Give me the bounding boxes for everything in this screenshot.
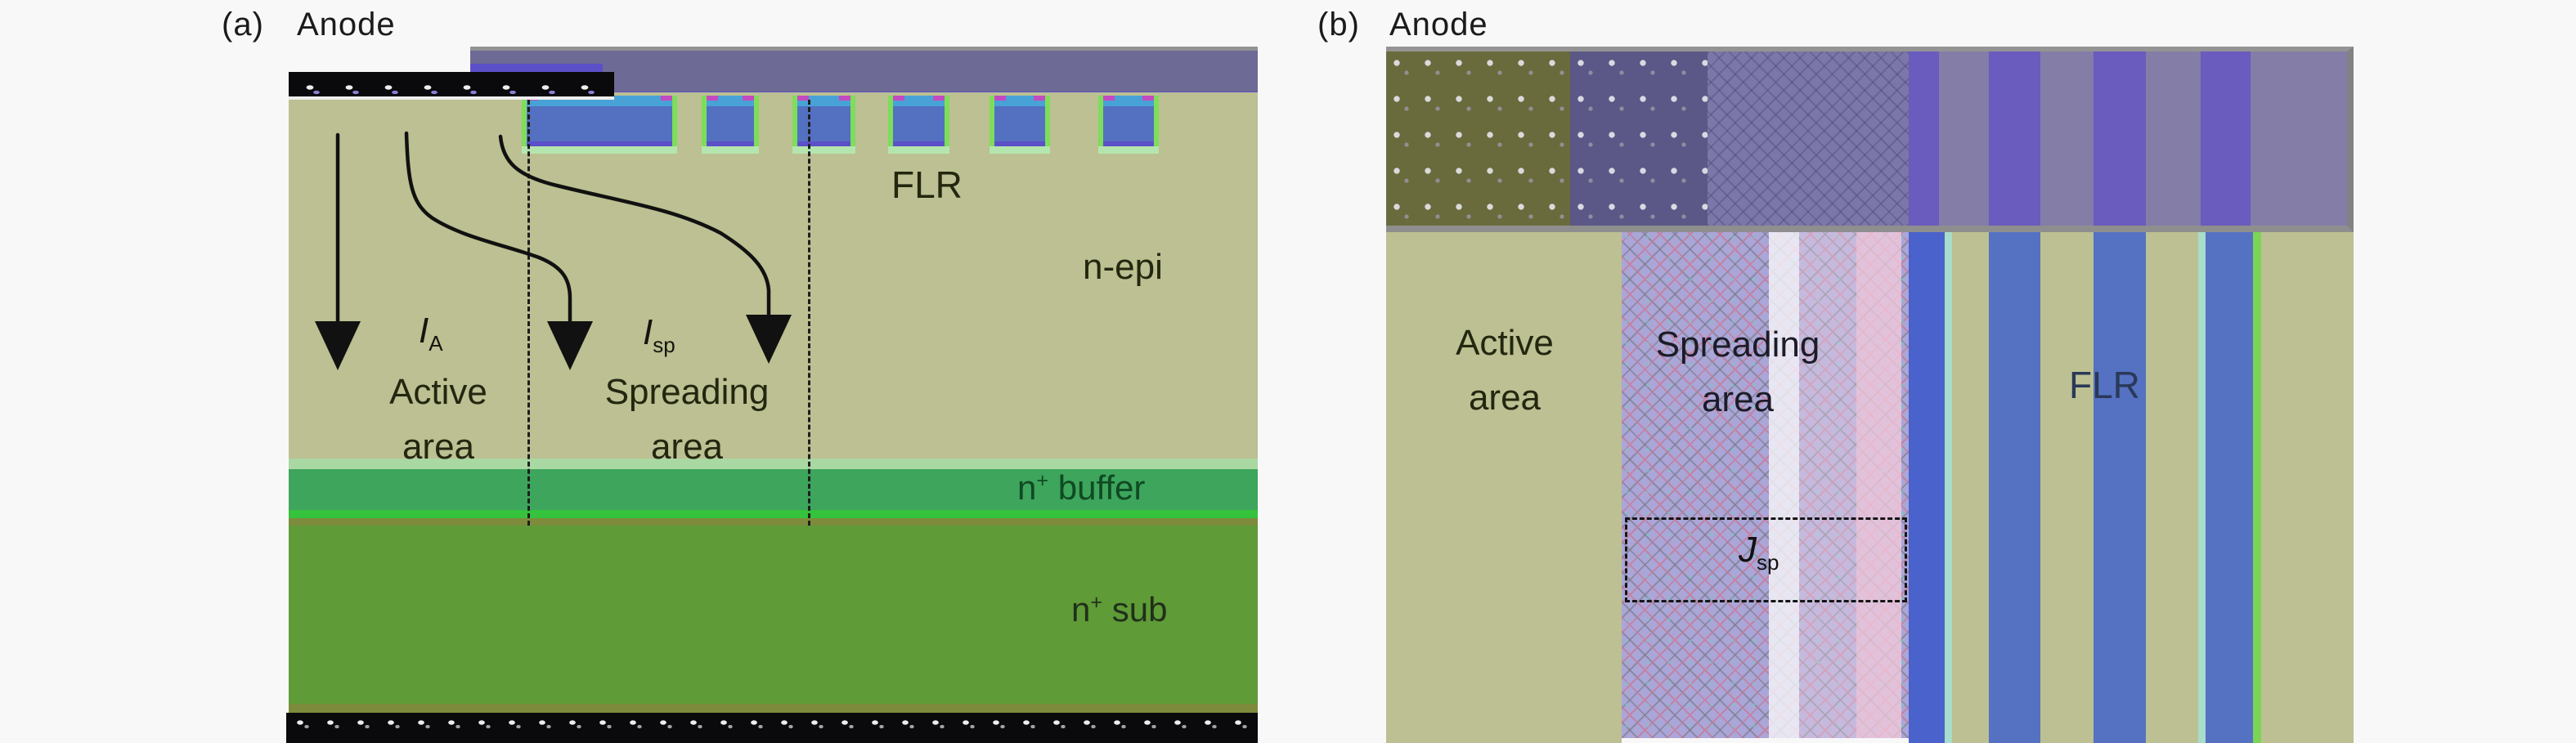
panel-b-flr-strip-section	[1909, 51, 2347, 226]
panel-b-flr-stripe-4-edge-left	[2198, 232, 2206, 743]
panel-a-nsub-layer	[289, 526, 1258, 704]
spreading-current-curve-1	[404, 131, 572, 324]
panel-b-metal-overlap-hatch	[1570, 51, 1708, 226]
panel-a-spreading-flr-divider	[808, 100, 810, 526]
panel-a-fieldplate-line	[470, 64, 603, 72]
panel-a-nbuffer-layer	[289, 469, 1258, 510]
panel-b-spreading-band-white	[1769, 232, 1799, 738]
panel-a-title: Anode	[297, 7, 396, 43]
panel-a-flr-ring-5	[990, 96, 1050, 154]
panel-b-flr-region	[1909, 232, 2354, 743]
arrowhead-spreading-1	[547, 321, 593, 370]
panel-b-flr-stripe-2	[1989, 232, 2040, 743]
panel-b-active-area-label-2: area	[1468, 378, 1542, 418]
panel-a-nepi-label: n-epi	[1083, 247, 1163, 287]
panel-b-flr-stripe-1-edge	[1945, 232, 1952, 743]
panel-b-spreading-area-label-1: Spreading	[1655, 325, 1820, 365]
panel-b-active-area-label-1: Active	[1456, 323, 1554, 363]
panel-a-flr-ring-3	[792, 96, 855, 154]
spreading-current-curve-2	[498, 134, 771, 317]
panel-b-spreading-area-region	[1622, 232, 1909, 738]
panel-b-flr-stripe-1	[1909, 232, 1945, 743]
panel-a-buffer-sub-olive-line	[289, 518, 1258, 526]
panel-a-flr-ring-2	[702, 96, 759, 154]
panel-a-epi-buffer-interface	[289, 459, 1258, 469]
panel-b-flr-stripe-4-edge-right	[2253, 232, 2261, 743]
panel-a-spreading-area-label-2: area	[650, 427, 724, 467]
current-flow-arrows	[315, 131, 792, 370]
arrowhead-spreading-2	[746, 315, 792, 364]
panel-a-active-area-label-1: Active	[389, 372, 487, 412]
panel-a-index: (a)	[222, 7, 264, 43]
panel-a-cathode-metal	[286, 713, 1258, 743]
panel-a-anode-metal	[289, 72, 614, 100]
panel-b-strip-stripe-2	[1989, 51, 2040, 226]
panel-a-flr-ring-6	[1098, 96, 1159, 154]
panel-b-top-strip	[1386, 47, 2354, 232]
panel-b-anode-metal-hatch	[1386, 51, 1570, 226]
panel-b-active-area-region	[1386, 232, 1622, 743]
panel-a-nsub-label: n+ sub	[1071, 590, 1168, 629]
panel-b-flr-stripe-3	[2094, 232, 2146, 743]
panel-b-index: (b)	[1317, 7, 1360, 43]
jsp-measurement-box	[1625, 517, 1907, 602]
current-ia-label: IA	[419, 311, 443, 356]
panel-a-buffer-sub-line	[289, 510, 1258, 518]
panel-a-flr-label: FLR	[891, 163, 963, 206]
panel-a-nepi-region	[289, 92, 1258, 459]
jsp-label: Jsp	[1739, 530, 1779, 575]
panel-b-spreading-band-pink	[1856, 232, 1901, 738]
panel-b-flr-stripe-4	[2206, 232, 2253, 743]
arrowhead-active	[315, 321, 361, 370]
panel-b-title: Anode	[1389, 7, 1488, 43]
panel-b-flr-label: FLR	[2069, 364, 2140, 406]
panel-a-active-spreading-divider	[527, 100, 530, 526]
panel-a-sub-cathode-line	[289, 704, 1258, 713]
panel-b-strip-stripe-1	[1909, 51, 1939, 226]
panel-a-flr-ring-4	[888, 96, 949, 154]
panel-a-nbuffer-label: n+ buffer	[1017, 468, 1146, 507]
current-isp-label: Isp	[643, 312, 675, 357]
panel-b-spreading-area-label-2: area	[1701, 379, 1775, 419]
panel-b-spreading-band-mixed	[1799, 232, 1856, 738]
panel-a-spreading-area-label-1: Spreading	[604, 372, 770, 412]
panel-b-strip-stripe-3	[2094, 51, 2146, 226]
panel-b-spreading-strip-section	[1708, 51, 1909, 226]
panel-b-strip-stripe-4	[2201, 51, 2251, 226]
panel-a-active-area-label-2: area	[402, 427, 475, 467]
